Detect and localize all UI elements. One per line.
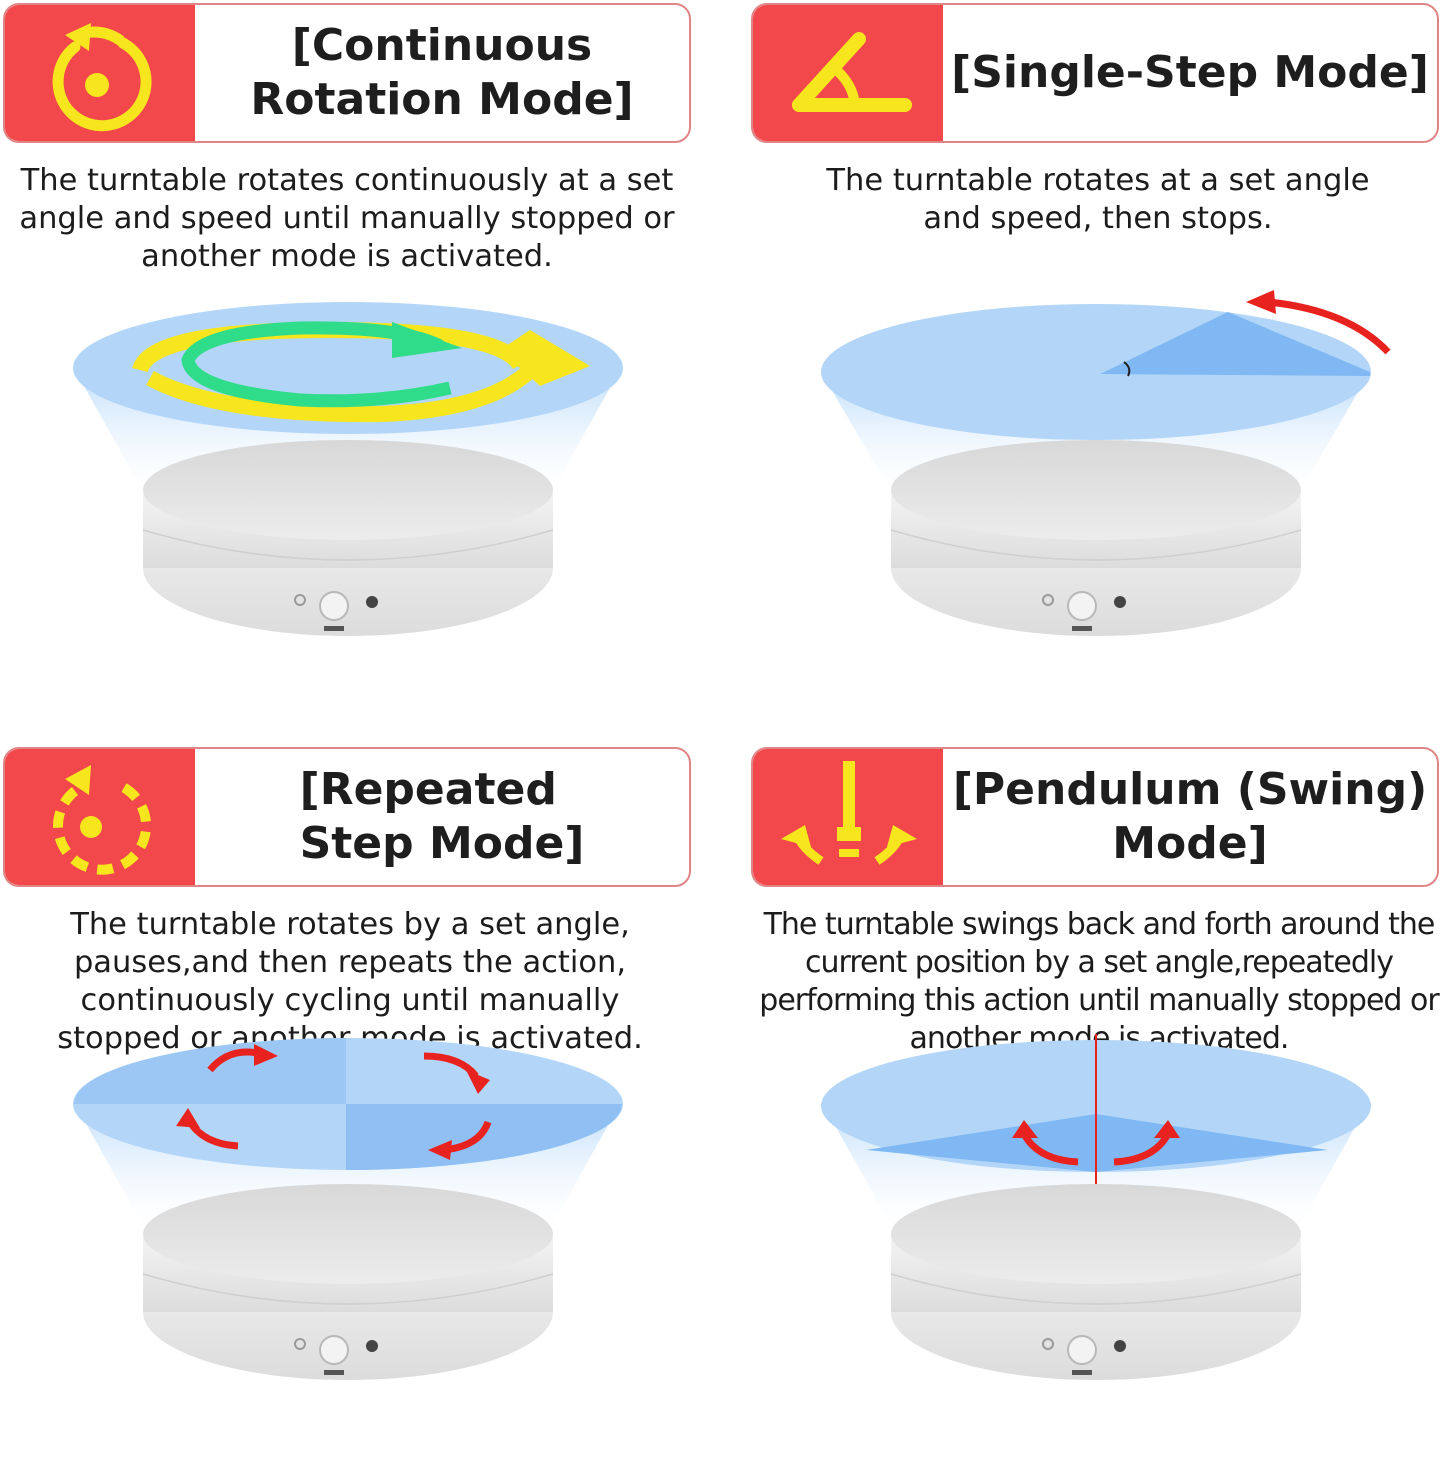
mode-title-line1: [Continuous <box>291 20 593 71</box>
repeated-step-icon <box>5 749 195 885</box>
mode-title-line1: [Pendulum (Swing) <box>952 764 1428 815</box>
turntable-illustration <box>748 290 1445 670</box>
mode-description: The turntable rotates continuously at a … <box>19 163 675 274</box>
mode-title-line1: [Single-Step Mode] <box>951 47 1429 98</box>
mode-header: [Pendulum (Swing)Mode] <box>751 747 1439 887</box>
yellow-arrow-head <box>500 330 590 386</box>
angle-icon <box>753 5 943 141</box>
turntable-illustration <box>0 1034 722 1414</box>
mode-description-text: The turntable rotates by a set angle, pa… <box>57 907 643 1056</box>
mode-title-line2: Mode] <box>1112 818 1268 869</box>
red-arrow <box>1267 298 1391 355</box>
mode-title-line2: Step Mode] <box>299 818 585 869</box>
pendulum-swing-icon <box>753 749 943 885</box>
turntable-illustration <box>748 1034 1445 1414</box>
mode-header: [Single-Step Mode] <box>751 3 1439 143</box>
mode-description: The turntable rotates at a set angle and… <box>748 162 1445 238</box>
mode-description-text: The turntable rotates at a set angle and… <box>826 163 1370 236</box>
green-arrow-head <box>392 322 462 358</box>
mode-panel-single-step: [Single-Step Mode] The turntable rotates… <box>748 0 1445 713</box>
continuous-rotation-icon <box>5 5 195 141</box>
angle-sector <box>1100 312 1370 376</box>
mode-description: The turntable rotates by a set angle, pa… <box>0 906 700 1058</box>
turntable-illustration <box>0 290 722 670</box>
mode-title-line1: [Repeated <box>299 764 557 815</box>
mode-panel-pendulum: [Pendulum (Swing)Mode] The turntable swi… <box>748 744 1445 1457</box>
mode-title-line2: Rotation Mode] <box>250 74 634 125</box>
